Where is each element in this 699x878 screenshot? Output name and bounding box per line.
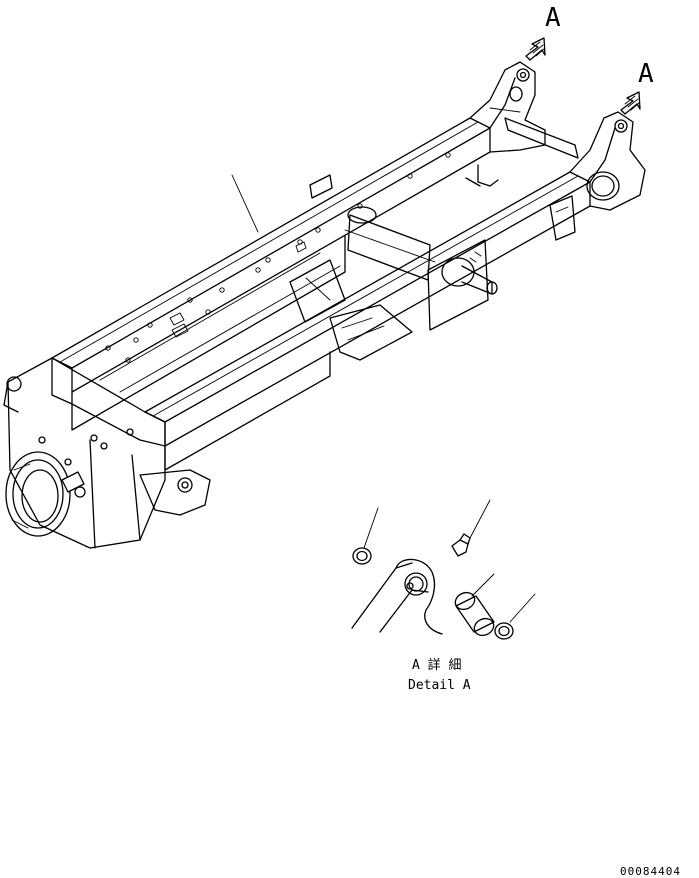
lower-bracket xyxy=(139,469,211,516)
snap-ring-left xyxy=(352,507,379,565)
view-label-a-right: A xyxy=(638,59,654,89)
drawing-number: 00084404 xyxy=(620,865,681,878)
cross-tube-middle xyxy=(344,206,436,281)
grease-fitting xyxy=(451,499,491,557)
rear-frame-assembly xyxy=(3,61,646,549)
rear-tower-left xyxy=(465,61,546,187)
front-pivot-bore xyxy=(5,451,71,537)
view-arrow-right xyxy=(620,91,641,115)
rear-tower-right xyxy=(549,111,646,241)
view-arrow-left xyxy=(525,37,546,61)
detail-a-view xyxy=(351,499,536,640)
view-label-a-left: A xyxy=(545,3,561,33)
centre-pivot-plate xyxy=(427,239,498,331)
detail-caption-en: Detail A xyxy=(408,678,471,693)
snap-ring-right xyxy=(494,593,536,640)
detail-caption-jp: A 詳 細 xyxy=(412,657,461,673)
leader-line-frame xyxy=(231,174,259,233)
rail-holes xyxy=(105,152,451,363)
bushing xyxy=(454,573,495,637)
